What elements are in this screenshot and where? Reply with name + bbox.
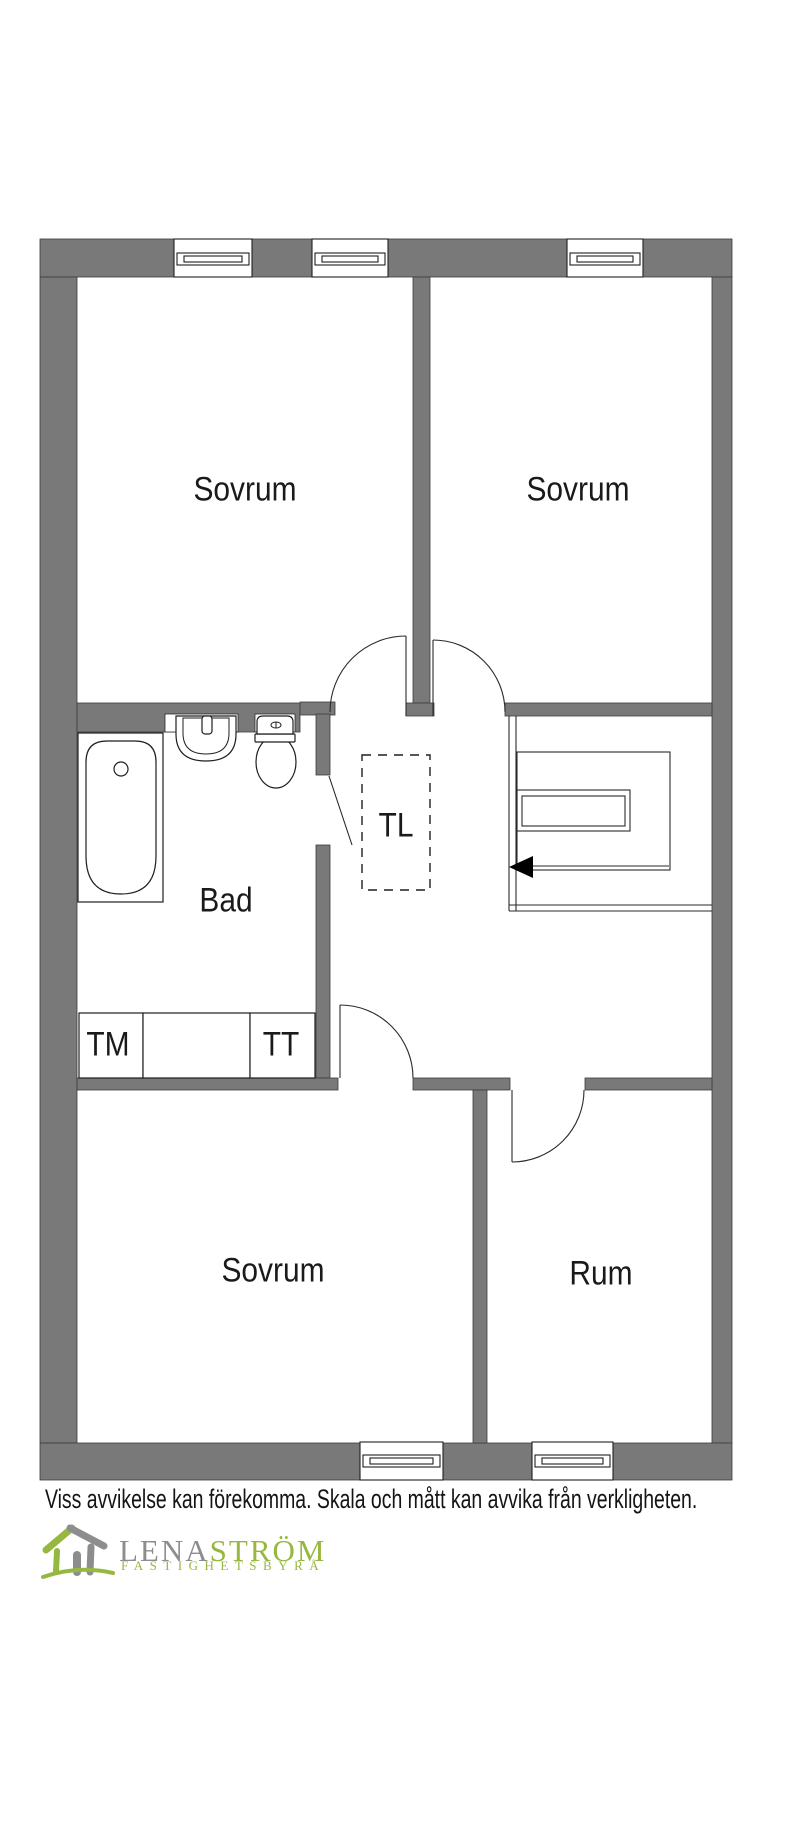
wall-bath-right-upper bbox=[315, 713, 331, 776]
dryer-box bbox=[249, 1012, 316, 1079]
room-label-sovrum-top-left: Sovrum bbox=[193, 470, 297, 509]
wall-bedroom-divider bbox=[412, 276, 431, 704]
stair-direction-arrow bbox=[509, 856, 533, 878]
sink-icon bbox=[175, 715, 237, 762]
wall-divider-foot bbox=[405, 702, 435, 717]
logo-name-secondary: STRÖM bbox=[209, 1533, 327, 1568]
wall-bath-bottom bbox=[76, 1077, 339, 1091]
window-bottom-1 bbox=[359, 1441, 444, 1481]
bathtub-icon bbox=[77, 732, 164, 903]
room-label-sovrum-top-right: Sovrum bbox=[526, 470, 630, 509]
doors bbox=[328, 635, 585, 1163]
door-sovrum-bottom bbox=[339, 1004, 414, 1079]
window-top-1 bbox=[173, 238, 253, 278]
door-bedroom-right bbox=[432, 639, 506, 716]
door-bedroom-left bbox=[329, 635, 407, 716]
room-label-rum: Rum bbox=[569, 1254, 633, 1293]
window-top-3 bbox=[566, 238, 644, 278]
wall-hall-bottom-mid bbox=[412, 1077, 511, 1091]
window-top-2 bbox=[311, 238, 389, 278]
door-rum bbox=[511, 1089, 585, 1163]
wall-right bbox=[711, 276, 733, 1444]
logo-name-primary: LENA bbox=[119, 1533, 210, 1568]
tl-dashed-box bbox=[361, 754, 431, 891]
laundry-cabinets bbox=[78, 1012, 316, 1079]
window-bottom-2 bbox=[531, 1441, 614, 1481]
logo-company-name: LENASTRÖM bbox=[119, 1533, 326, 1569]
room-label-tl: TL bbox=[378, 806, 414, 845]
wall-bottomrooms-divider bbox=[472, 1089, 488, 1444]
counter-box bbox=[142, 1012, 251, 1079]
logo-tagline: FASTIGHETSBYRÅ bbox=[121, 1558, 326, 1573]
wall-left bbox=[39, 276, 78, 1444]
wall-hall-top-right bbox=[504, 702, 713, 717]
door-bathroom bbox=[328, 775, 353, 846]
bathroom-fixtures bbox=[77, 715, 316, 1079]
room-label-sovrum-bottom: Sovrum bbox=[221, 1251, 325, 1290]
disclaimer-text: Viss avvikelse kan förekomma. Skala och … bbox=[45, 1484, 698, 1514]
wall-hall-bottom-right bbox=[584, 1077, 713, 1091]
room-label-bad: Bad bbox=[199, 881, 253, 920]
room-label-tm: TM bbox=[86, 1025, 130, 1064]
staircase bbox=[508, 716, 712, 912]
windows bbox=[173, 238, 644, 1481]
room-label-tt: TT bbox=[262, 1025, 300, 1064]
wall-bath-right-lower bbox=[315, 844, 331, 1079]
toilet-icon bbox=[254, 715, 297, 789]
